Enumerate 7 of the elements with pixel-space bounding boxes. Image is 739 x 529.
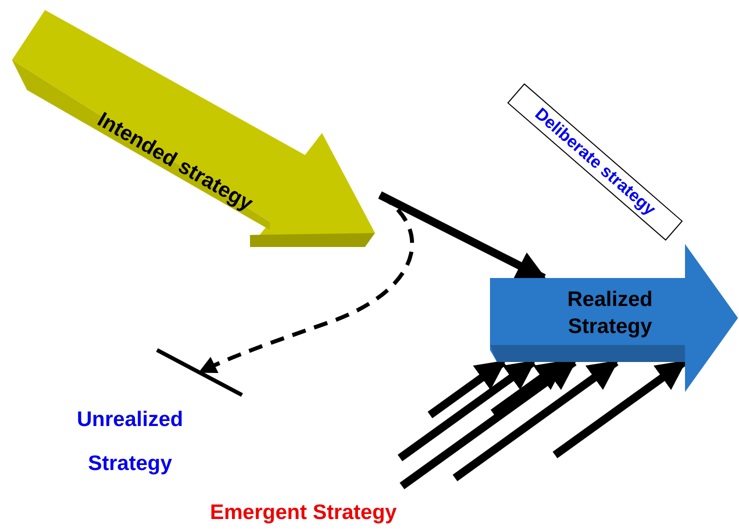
label-text: Emergent Strategy: [210, 501, 397, 525]
text-box: [507, 83, 683, 241]
dashed-arrow: [198, 193, 414, 374]
arrow: [428, 358, 506, 418]
arrow-label: Realized Strategy: [566, 287, 654, 340]
blocking-bar: [155, 348, 245, 398]
caption-text: Unrealized Strategy: [76, 407, 184, 477]
